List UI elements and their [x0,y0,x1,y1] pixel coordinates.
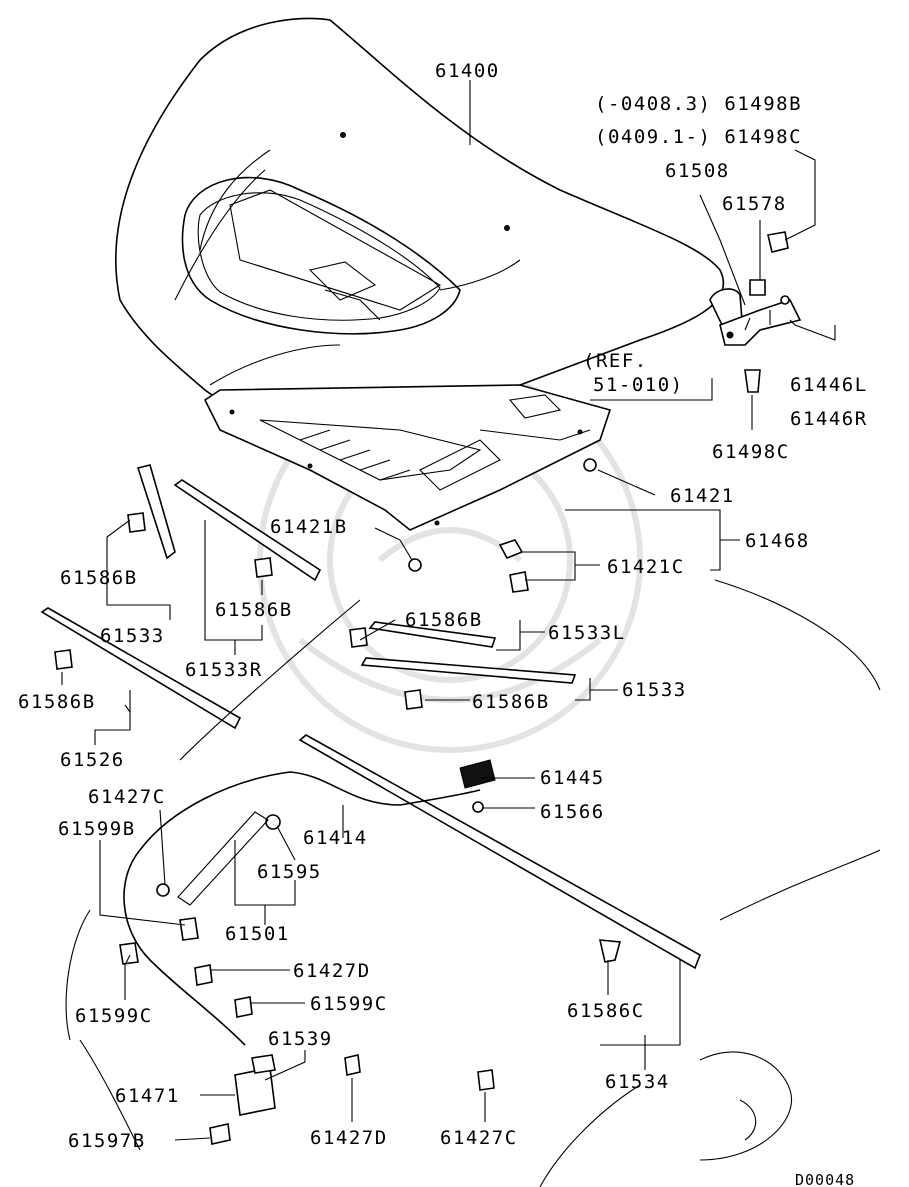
label-61427d-2: 61427D [310,1127,388,1149]
label-61498c-top: (0409.1-) 61498C [595,126,802,148]
label-61586b-4: 61586B [472,691,550,713]
hood-release-cable [123,771,481,1046]
label-61578: 61578 [722,193,787,215]
label-61597b: 61597B [68,1130,146,1152]
diagram-code: D00048 [795,1171,855,1187]
fasteners [54,458,622,1145]
label-61599c-2: 61599C [75,1005,153,1027]
label-61498b: (-0408.3) 61498B [595,93,802,115]
label-61421b: 61421B [270,516,348,538]
label-61498c: 61498C [712,441,790,463]
label-61526: 61526 [60,749,125,771]
label-61586c: 61586C [567,1000,645,1022]
leader-lines [61,80,836,1141]
label-61445: 61445 [540,767,605,789]
hood-inner-panel [203,384,612,531]
hood-hinge [709,231,802,393]
label-61501: 61501 [225,923,290,945]
label-61446r: 61446R [790,408,868,430]
label-61586b-3: 61586B [405,609,483,631]
label-ref: (REF. [583,350,648,372]
label-61534: 61534 [605,1071,670,1093]
label-61400: 61400 [435,60,500,82]
label-61471: 61471 [115,1085,180,1107]
label-61599b: 61599B [58,818,136,840]
label-61414: 61414 [303,827,368,849]
label-61533-1: 61533 [100,625,165,647]
vehicle-body-outline [65,579,881,1187]
label-61533l: 61533L [548,622,626,644]
label-61421c: 61421C [607,556,685,578]
label-61533r: 61533R [185,659,263,681]
label-61468: 61468 [745,530,810,552]
label-61586b-2: 61586B [215,599,293,621]
label-61427c-2: 61427C [440,1127,518,1149]
label-61508: 61508 [665,160,730,182]
label-ref-51-010: 51-010) [593,374,684,396]
label-61533-2: 61533 [622,679,687,701]
label-61421: 61421 [670,485,735,507]
label-61446l: 61446L [790,374,868,396]
label-61599c-1: 61599C [310,993,388,1015]
label-61427d-1: 61427D [293,960,371,982]
part-callouts: 61400 (-0408.3) 61498B (0409.1-) 61498C … [18,60,868,1187]
label-61586b-1: 61586B [60,567,138,589]
label-61427c-1: 61427C [88,786,166,808]
label-61586b-5: 61586B [18,691,96,713]
label-61539: 61539 [268,1028,333,1050]
label-61595: 61595 [257,861,322,883]
weatherstrips [40,464,701,970]
label-61566: 61566 [540,801,605,823]
